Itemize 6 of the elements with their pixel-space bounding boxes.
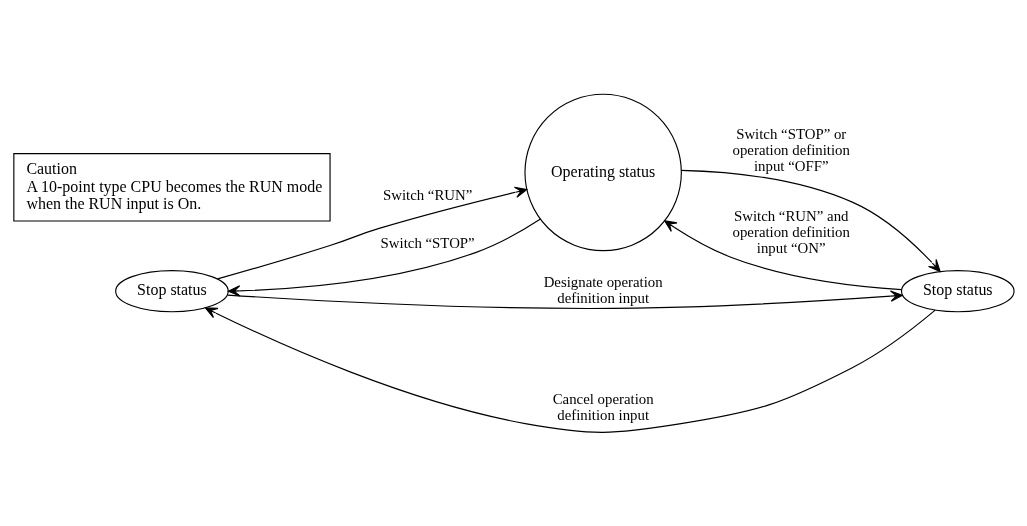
edge-label: Switch “STOP” <box>380 234 475 251</box>
edge-label: Cancel operation definition input <box>552 390 654 422</box>
edge-label: Designate operation definition input <box>543 273 663 306</box>
edge-label: Switch “RUN” <box>382 186 472 203</box>
edge-label: Switch “STOP” or operation definition input “OFF” <box>732 125 850 174</box>
edge-label: Switch “RUN” and operation definition input “ON” <box>732 207 850 256</box>
